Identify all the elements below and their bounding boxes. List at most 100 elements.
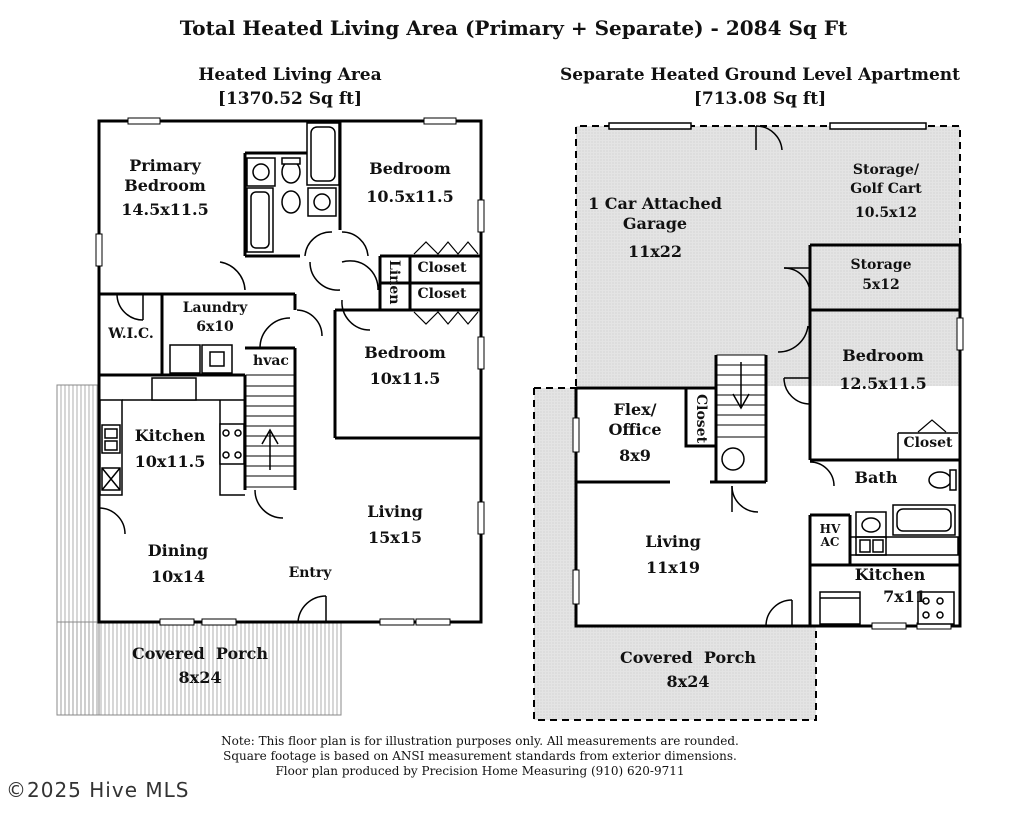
room-left-porch: Covered Porch 8x24	[110, 644, 290, 688]
room-hvac: hvac	[253, 353, 289, 369]
footnote-line: Note: This floor plan is for illustratio…	[221, 734, 739, 748]
page-title: Total Heated Living Area (Primary + Sepa…	[179, 16, 848, 40]
footnote-line: Floor plan produced by Precision Home Me…	[275, 764, 685, 778]
left-plan-title: Heated Living Area	[198, 65, 382, 85]
room-name: Dining	[147, 541, 209, 560]
room-storage: Storage 5x12	[836, 257, 926, 294]
water-heater	[721, 447, 745, 471]
room-closet-flex: Closet	[693, 394, 709, 444]
range-hood	[151, 377, 197, 401]
window	[477, 199, 485, 233]
room-name: Covered Porch	[620, 648, 756, 667]
toilet	[928, 471, 952, 489]
room-size: 10x11.5	[369, 369, 441, 388]
room-bedroom-top: Bedroom 10.5x11.5	[358, 159, 462, 207]
room-wic: W.I.C.	[108, 326, 154, 342]
right-floor-plan	[533, 122, 964, 721]
room-size: 10x11.5	[134, 452, 206, 471]
left-floor-plan	[56, 117, 485, 716]
window	[127, 117, 161, 125]
room-size: 8x9	[619, 446, 651, 465]
left-plan-area: [1370.52 Sq ft]	[217, 89, 363, 109]
room-bedroom-mid: Bedroom 10x11.5	[350, 343, 460, 389]
room-name: Storage	[850, 257, 912, 273]
left-porch-front	[56, 621, 342, 716]
room-name: Living	[367, 502, 423, 521]
cooktop	[917, 591, 955, 625]
watermark: ©2025 Hive MLS	[6, 778, 190, 802]
room-name: Kitchen	[854, 565, 926, 584]
left-plan-heading: Heated Living Area [1370.52 Sq ft]	[140, 63, 440, 111]
room-name: Bedroom	[124, 176, 206, 195]
room-size: 11x22	[627, 242, 683, 261]
right-plan-title: Separate Heated Ground Level Apartment	[559, 65, 960, 85]
footnote-line: Square footage is based on ANSI measurem…	[223, 749, 737, 763]
window	[95, 233, 103, 267]
room-size: 14.5x11.5	[121, 200, 209, 219]
room-linen: Linen	[386, 260, 402, 305]
room-name: Bedroom	[364, 343, 446, 362]
room-bedroom-right: Bedroom 12.5x11.5	[830, 346, 936, 394]
room-name: 1 Car Attached	[588, 194, 722, 213]
garage-area	[576, 126, 960, 386]
right-plan-area: [713.08 Sq ft]	[693, 89, 827, 109]
room-name: Bedroom	[369, 159, 451, 178]
window	[159, 618, 195, 626]
room-name: Storage/	[852, 162, 920, 178]
room-name: HV	[819, 522, 841, 536]
room-name: Laundry	[182, 300, 248, 316]
room-name: Bedroom	[842, 346, 924, 365]
room-laundry: Laundry 6x10	[170, 300, 260, 336]
room-closet-1: Closet	[417, 260, 467, 276]
room-kitchen-right: Kitchen 7x11	[842, 565, 938, 607]
room-living: Living 15x15	[350, 502, 440, 548]
right-porch-front	[534, 626, 816, 720]
room-size: 10x14	[150, 567, 206, 586]
room-size: 15x15	[367, 528, 423, 547]
footnote: Note: This floor plan is for illustratio…	[150, 734, 810, 779]
cooktop	[219, 423, 245, 465]
room-size: 7x11	[883, 587, 926, 606]
room-size: 11x19	[645, 558, 701, 577]
room-kitchen: Kitchen 10x11.5	[122, 426, 218, 472]
room-bath: Bath	[854, 468, 898, 487]
dryer	[201, 344, 233, 374]
room-primary-bedroom: Primary Bedroom 14.5x11.5	[110, 156, 220, 220]
room-name: Golf Cart	[850, 181, 922, 197]
toilet	[281, 190, 301, 214]
room-name: AC	[820, 535, 840, 549]
window	[423, 117, 457, 125]
right-plan-heading: Separate Heated Ground Level Apartment […	[540, 63, 980, 111]
room-name: Covered Porch	[132, 644, 268, 663]
window	[201, 618, 237, 626]
stairs	[245, 374, 295, 488]
room-name: Kitchen	[134, 426, 206, 445]
room-storage-golf: Storage/ Golf Cart 10.5x12	[838, 162, 934, 222]
room-name: Office	[608, 420, 662, 439]
room-name: Flex/	[613, 400, 657, 419]
room-size: 8x24	[666, 672, 710, 691]
washer	[169, 344, 201, 374]
window	[477, 501, 485, 535]
room-flex-office: Flex/ Office 8x9	[600, 400, 670, 466]
room-garage: 1 Car Attached Garage 11x22	[580, 194, 730, 262]
room-size: 6x10	[196, 319, 234, 335]
room-hvac-right: HV AC	[812, 523, 848, 549]
room-closet-bedroom: Closet	[903, 435, 953, 451]
room-size: 10.5x12	[855, 205, 917, 221]
room-entry: Entry	[288, 565, 332, 581]
room-name: Garage	[622, 214, 688, 233]
room-living-right: Living 11x19	[628, 532, 718, 578]
room-size: 10.5x11.5	[366, 187, 454, 206]
room-right-porch: Covered Porch 8x24	[598, 648, 778, 692]
window	[477, 336, 485, 370]
window	[415, 618, 451, 626]
room-size: 8x24	[178, 668, 222, 687]
room-name: Living	[645, 532, 701, 551]
room-size: 12.5x11.5	[839, 374, 927, 393]
room-dining: Dining 10x14	[130, 541, 226, 587]
room-name: Primary	[129, 156, 201, 175]
window	[379, 618, 415, 626]
room-closet-2: Closet	[417, 286, 467, 302]
